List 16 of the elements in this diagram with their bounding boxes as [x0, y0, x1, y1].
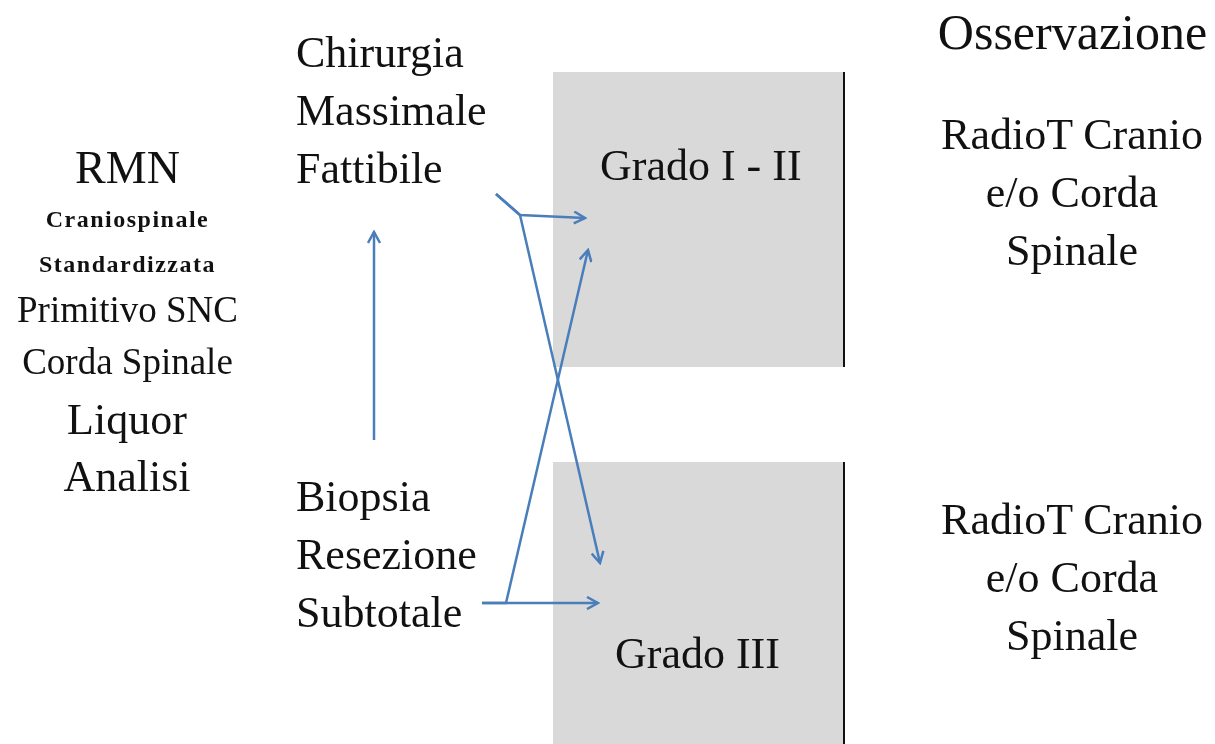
text-label: Craniospinale Standardizzata [38, 205, 217, 279]
treatment-label: Biopsia Resezione Subtotale [296, 440, 482, 660]
text-label: RadioT Cranio e/o Corda Spinale [940, 494, 1204, 662]
grade-label: Grado III [615, 628, 780, 679]
text-label: Osservazione [936, 4, 1209, 60]
grade-panel [553, 462, 845, 744]
text-label: RMN [74, 145, 181, 191]
text-label: Primitivo SNC Corda Spinale [16, 288, 239, 384]
treatment-label: Chirurgia Massimale Fattibile [296, 24, 496, 232]
grade-label: Grado I - II [600, 140, 802, 191]
arrow [482, 248, 593, 605]
grade-panel [553, 72, 845, 367]
text-label: Liquor Analisi [62, 394, 192, 503]
arrow [366, 230, 382, 440]
arrow [495, 193, 605, 565]
text-label: RadioT Cranio e/o Corda Spinale [940, 109, 1204, 277]
